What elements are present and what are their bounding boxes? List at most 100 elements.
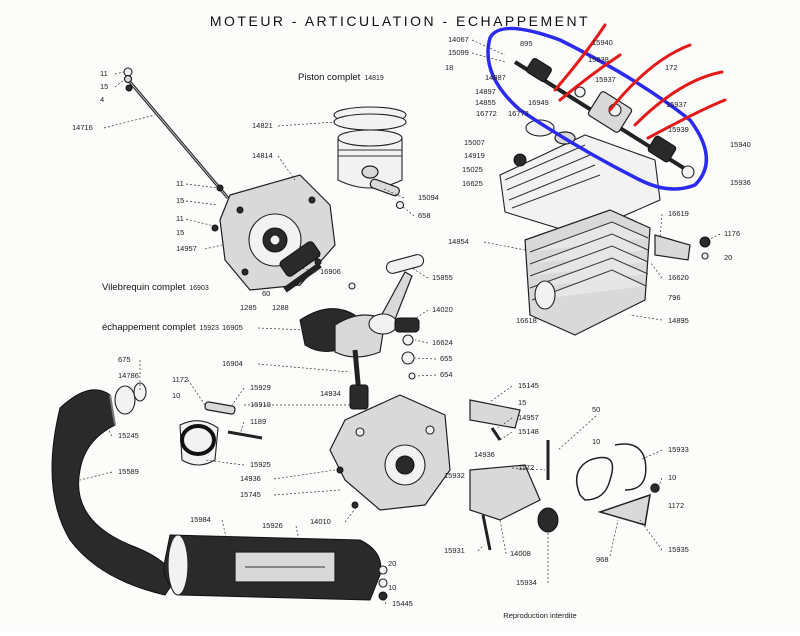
label-14895: 14895 [668,316,689,325]
label-15984: 15984 [190,515,211,524]
left-crankcase [211,174,336,291]
label-658: 658 [418,211,431,220]
label-16910: 16910 [250,400,271,409]
label-14936: 14936 [474,450,495,459]
label-15007: 15007 [464,138,485,147]
label-10d: 10 [388,583,396,592]
label-15933: 15933 [668,445,689,454]
label-1172c: 1172 [668,501,684,510]
label-15099: 15099 [448,48,469,57]
label-15145: 15145 [518,381,539,390]
cylinder-block [524,209,651,336]
label-172: 172 [665,63,678,72]
stud-bolt [123,67,230,199]
label-15940a: 15940 [592,38,613,47]
label-15931: 15931 [444,546,465,555]
cylinder-head [499,119,661,236]
label-796: 796 [668,293,681,302]
label-14934: 14934 [320,389,341,398]
connecting-rod [348,254,425,380]
leader-lines [79,39,721,605]
label-60: 60 [262,289,270,298]
label-968: 968 [596,555,609,564]
label-675: 675 [118,355,131,364]
label-15d: 15 [518,398,526,407]
label-1288: 1288 [272,303,289,312]
part-labels: 14067 15099 895 15940 15938 172 18 14987… [72,35,751,608]
label-15929: 15929 [250,383,271,392]
piston-group [333,106,407,210]
label-895: 895 [520,39,533,48]
label-1172a: 1172 [172,375,188,384]
label-4: 4 [100,95,104,104]
label-14786: 14786 [118,371,139,380]
label-15148: 15148 [518,427,539,436]
right-crankcase [329,394,451,511]
label-16619: 16619 [668,209,689,218]
label-16949: 16949 [528,98,549,107]
label-16618: 16618 [516,316,537,325]
label-15745: 15745 [240,490,261,499]
exhaust-pipe [51,382,176,596]
label-11c: 11 [176,214,184,223]
label-15245: 15245 [118,431,139,440]
label-16620: 16620 [668,273,689,282]
label-20b: 20 [388,559,396,568]
label-15940b: 15940 [730,140,751,149]
label-15937a: 15937 [595,75,616,84]
label-14020: 14020 [432,305,453,314]
label-16906: 16906 [320,267,341,276]
label-14919: 14919 [464,151,485,160]
label-1172b: 1172 [518,463,534,472]
label-14067: 14067 [448,35,469,44]
small-parts-right [654,234,711,261]
label-16772: 16772 [476,109,497,118]
label-15a: 15 [100,82,108,91]
label-15855: 15855 [432,273,453,282]
kickstart-parts [469,399,559,551]
label-16905: 16905 [222,323,243,332]
label-50: 50 [592,405,600,414]
label-15025: 15025 [462,165,483,174]
label-16904: 16904 [222,359,243,368]
label-16625: 16625 [462,179,483,188]
label-10b: 10 [592,437,600,446]
springs [575,443,660,526]
label-14821: 14821 [252,121,273,130]
label-15925: 15925 [250,460,271,469]
label-14957a: 14957 [176,244,197,253]
label-1285: 1285 [240,303,257,312]
label-1176: 1176 [724,229,740,238]
label-15935: 15935 [668,545,689,554]
label-16624: 16624 [432,338,453,347]
blue-highlight-mark [486,26,709,191]
label-15938: 15938 [588,55,609,64]
label-10c: 10 [668,473,676,482]
label-14987: 14987 [485,73,506,82]
diagram-title: MOTEUR - ARTICULATION - ECHAPPEMENT [210,13,590,29]
label-14855: 14855 [475,98,496,107]
label-11b: 11 [176,179,184,188]
label-15445: 15445 [392,599,413,608]
label-655: 655 [440,354,453,363]
footer-note: Reproduction interdite [503,611,576,620]
label-15932: 15932 [444,471,465,480]
label-15934: 15934 [516,578,537,587]
label-10a: 10 [172,391,180,400]
label-15937b: 15937 [666,100,687,109]
label-654: 654 [440,370,453,379]
label-15b: 15 [176,196,184,205]
label-15926: 15926 [262,521,283,530]
label-18: 18 [445,63,453,72]
label-15589: 15589 [118,467,139,476]
label-16773: 16773 [508,109,529,118]
label-20a: 20 [724,253,732,262]
label-11a: 11 [100,69,108,78]
label-1189: 1189 [250,417,266,426]
label-15939: 15939 [668,125,689,134]
